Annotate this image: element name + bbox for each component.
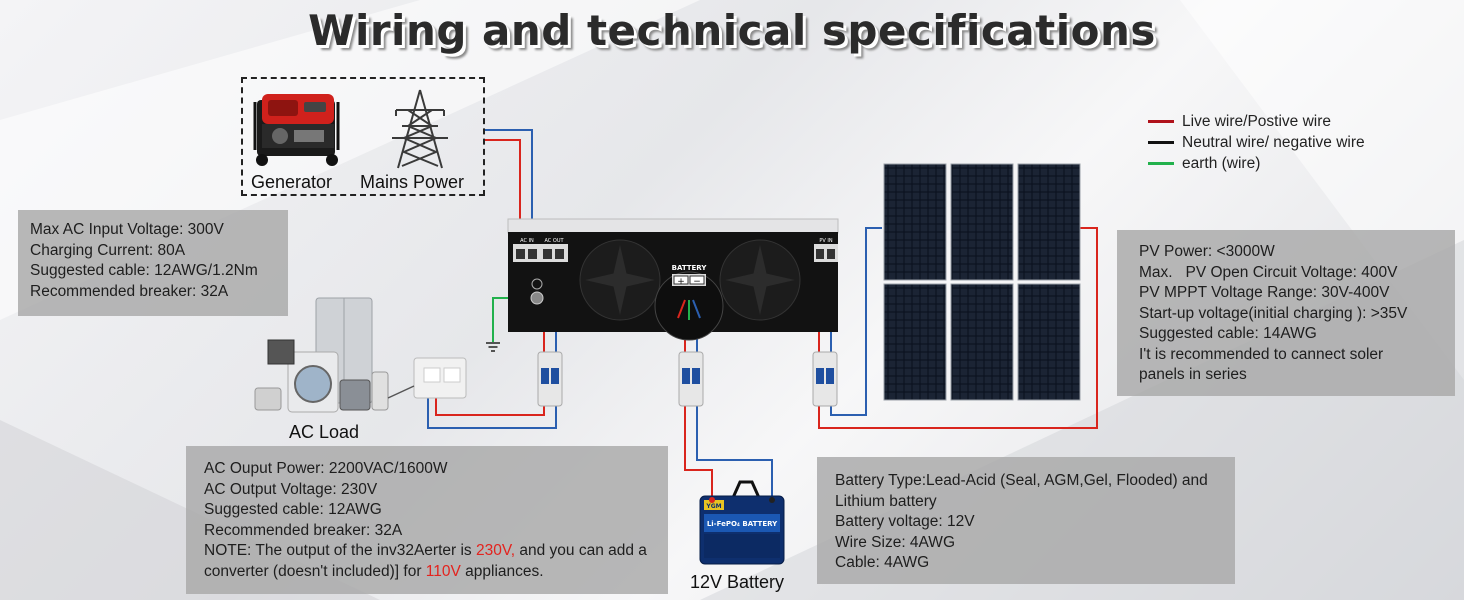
legend-label: earth (wire) [1182,154,1261,172]
ac-out-label: AC OUT [544,238,564,244]
battery-brand: YGM [705,503,721,510]
spec-line: PV MPPT Voltage Range: 30V-400V [1139,284,1390,301]
wire-ac-in-neutral [485,129,533,262]
spec-line: Charging Current: 80A [30,241,186,259]
generator-label: Generator [251,172,333,192]
generator-icon [253,94,340,166]
solar-panel [883,163,947,281]
breaker-battery [678,351,704,407]
wire-load-neutral [427,372,557,429]
pv-in-label: PV IN [819,238,832,244]
legend-item-neutral: Neutral wire/ negative wire [1148,132,1365,153]
solar-panel [1017,283,1081,401]
ac-input-spec-box: Max AC Input Voltage: 300V Charging Curr… [18,210,288,316]
note-voltage-230: 230V, [475,542,516,559]
solar-panel [950,163,1014,281]
spec-line: PV Power: <3000W [1139,243,1275,260]
breaker-ac-output [537,351,563,407]
breaker-pv [812,351,838,407]
note-text: appliances. [460,562,544,580]
solar-panel-array [883,163,1081,401]
power-source-box [241,77,485,196]
svg-text:−: − [693,277,701,287]
spec-line: Max. PV Open Circuit Voltage: 400V [1139,263,1398,281]
spec-line: Suggested cable: 12AWG/1.2Nm [30,262,258,279]
legend-item-earth: earth (wire) [1148,153,1365,174]
spec-line: Battery Type:Lead-Acid (Seal, AGM,Gel, F… [835,472,1208,510]
spec-line: Start-up voltage(initial charging ): >35… [1139,304,1408,322]
battery-type-label: Li-FePO₄ BATTERY [707,520,778,528]
legend-swatch-red [1148,120,1174,123]
svg-text:+: + [677,277,685,287]
note-voltage-110: 110V [425,562,461,580]
legend-item-live: Live wire/Postive wire [1148,111,1365,132]
spec-line: Suggested cable: 14AWG [1139,325,1317,342]
solar-panel [950,283,1014,401]
ac-output-spec-box: AC Ouput Power: 2200VAC/1600W AC Output … [186,446,668,594]
spec-line: I't is recommended to cannect soler pane… [1139,345,1384,384]
wall-outlet [413,357,467,399]
wire-battery-pos [684,405,713,500]
legend-label: Neutral wire/ negative wire [1182,133,1365,151]
ac-load-label: AC Load [289,422,360,442]
inverter-unit: + − [507,218,839,341]
solar-panel [1017,163,1081,281]
solar-panel [883,283,947,401]
note-text: and you can add a converter (doesn't inc… [204,542,647,580]
output-note: NOTE: The output of the inv32Aerter is 2… [204,541,654,582]
battery-label: 12V Battery [690,572,785,592]
spec-line: Recommended breaker: 32A [30,282,229,300]
spec-line: Suggested cable: 12AWG [204,501,382,518]
ac-in-label: AC IN [520,238,534,244]
spec-line: Cable: 4AWG [835,554,930,571]
spec-line: Max AC Input Voltage: 300V [30,221,224,238]
earth-screw-icon [530,291,544,305]
fan-right-icon [719,239,801,321]
spec-line: Battery voltage: 12V [835,513,975,530]
pv-spec-box: PV Power: <3000W Max. PV Open Circuit Vo… [1117,230,1455,396]
battery-icon [699,480,785,565]
note-text: NOTE: The output of the inv32Aerter is [204,542,476,559]
battery-spec-box: Battery Type:Lead-Acid (Seal, AGM,Gel, F… [817,457,1235,584]
spec-line: AC Ouput Power: 2200VAC/1600W [204,460,448,477]
legend-label: Live wire/Postive wire [1182,112,1332,130]
page-title: Wiring and technical specifications [308,6,1156,55]
spec-line: Recommended breaker: 32A [204,521,403,539]
spec-line: AC Output Voltage: 230V [204,480,378,498]
wire-pv-pos [818,227,1098,429]
legend-swatch-black [1148,141,1174,144]
wire-battery-neg [696,405,773,500]
ground-icon [486,342,500,352]
fan-left-icon [579,239,661,321]
spec-line: Wire Size: 4AWG [835,533,955,551]
legend-swatch-green [1148,162,1174,165]
wire-legend: Live wire/Postive wire Neutral wire/ neg… [1148,111,1365,174]
wire-pv-neg [830,227,882,416]
appliances-icon [254,297,415,413]
power-tower-icon [392,89,448,169]
mains-power-label: Mains Power [360,172,465,192]
battery-port-label: BATTERY [672,264,708,272]
